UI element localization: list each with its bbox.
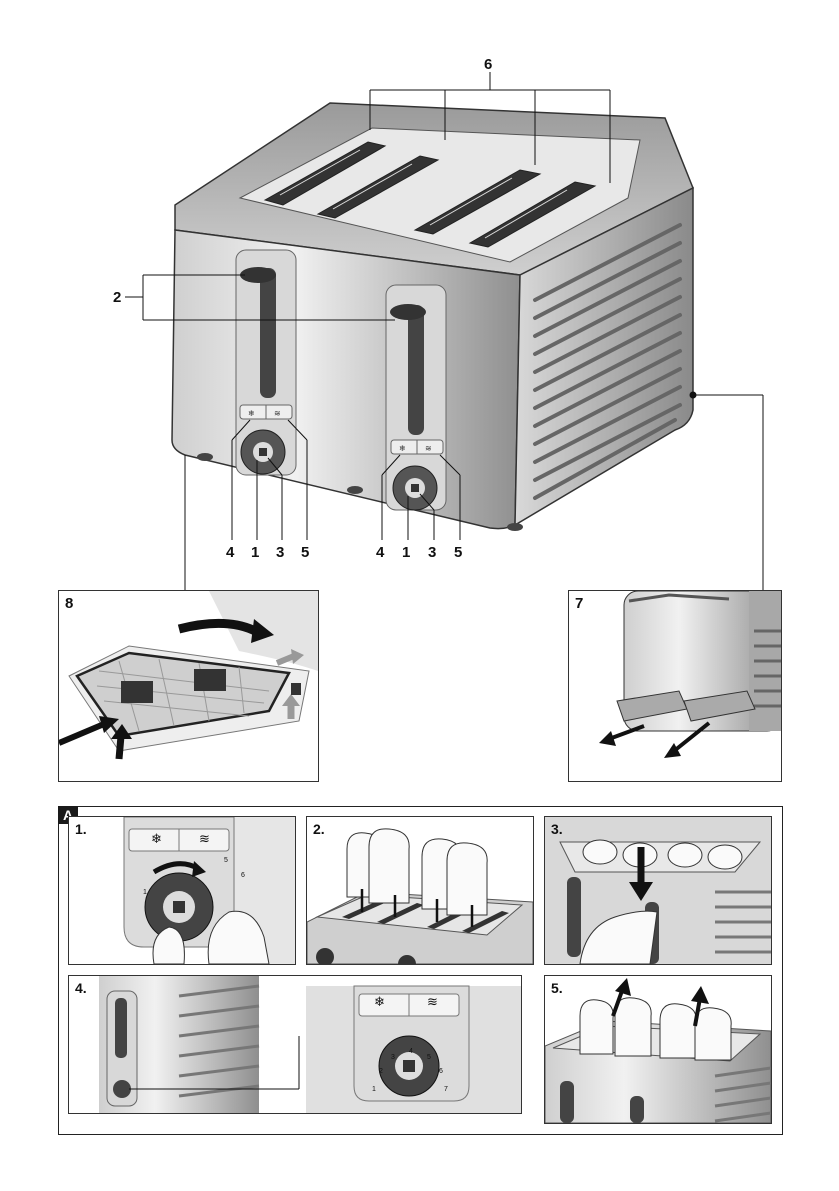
callout-3-right: 3 (428, 544, 436, 561)
callout-5-left: 5 (301, 544, 309, 561)
step-4-label: 4. (75, 980, 87, 996)
dial-tick-4: 4 (409, 1048, 413, 1055)
right-control-panel: ❄ ≋ (386, 285, 446, 510)
callout-3-left: 3 (276, 544, 284, 561)
bun-warmer-illustration (569, 591, 781, 781)
reheat-symbol: ≋ (199, 831, 210, 847)
crumb-tray-illustration (59, 591, 318, 781)
bun-warmer-panel: 7 (568, 590, 782, 782)
panel-8-label: 8 (65, 595, 73, 612)
step-1-panel: 1. 5 6 1 ❄ ≋ (68, 816, 296, 965)
dial-tick-7: 7 (444, 1086, 448, 1093)
callout-2: 2 (113, 289, 121, 306)
step-2-panel: 2. (306, 816, 534, 965)
step1-tick-6: 6 (241, 872, 245, 879)
step4-reheat-symbol: ≋ (427, 994, 438, 1010)
dial-tick-2: 2 (379, 1068, 383, 1075)
step-5-panel: 5. (544, 975, 772, 1124)
dial-tick-3: 3 (391, 1054, 395, 1061)
svg-text:≋: ≋ (425, 444, 432, 453)
svg-text:❄: ❄ (399, 444, 406, 453)
step-2-label: 2. (313, 821, 325, 837)
step-5-label: 5. (551, 980, 563, 996)
panel-7-label: 7 (575, 595, 583, 612)
svg-text:≋: ≋ (274, 409, 281, 418)
step1-tick-5: 5 (224, 857, 228, 864)
callout-1-right: 1 (402, 544, 410, 561)
step4-defrost-symbol: ❄ (374, 994, 385, 1010)
callout-5-right: 5 (454, 544, 462, 561)
callout-4-left: 4 (226, 544, 234, 561)
callout-1-left: 1 (251, 544, 259, 561)
toaster-main-illustration: ❄ ≋ ❄ ≋ (0, 0, 839, 590)
callout-6: 6 (484, 56, 492, 73)
defrost-symbol: ❄ (151, 831, 162, 847)
step-3-label: 3. (551, 821, 563, 837)
dial-tick-5: 5 (427, 1054, 431, 1061)
dial-tick-1: 1 (372, 1086, 376, 1093)
left-control-panel: ❄ ≋ (236, 250, 296, 475)
crumb-tray-panel: 8 (58, 590, 319, 782)
step-3-panel: 3. (544, 816, 772, 965)
svg-text:❄: ❄ (248, 409, 255, 418)
step-1-label: 1. (75, 821, 87, 837)
callout-4-right: 4 (376, 544, 384, 561)
dial-tick-6: 6 (439, 1068, 443, 1075)
step1-tick-1: 1 (143, 889, 147, 896)
step-4-panel: 4. ❄ ≋ 1 2 3 4 5 6 7 (68, 975, 522, 1114)
